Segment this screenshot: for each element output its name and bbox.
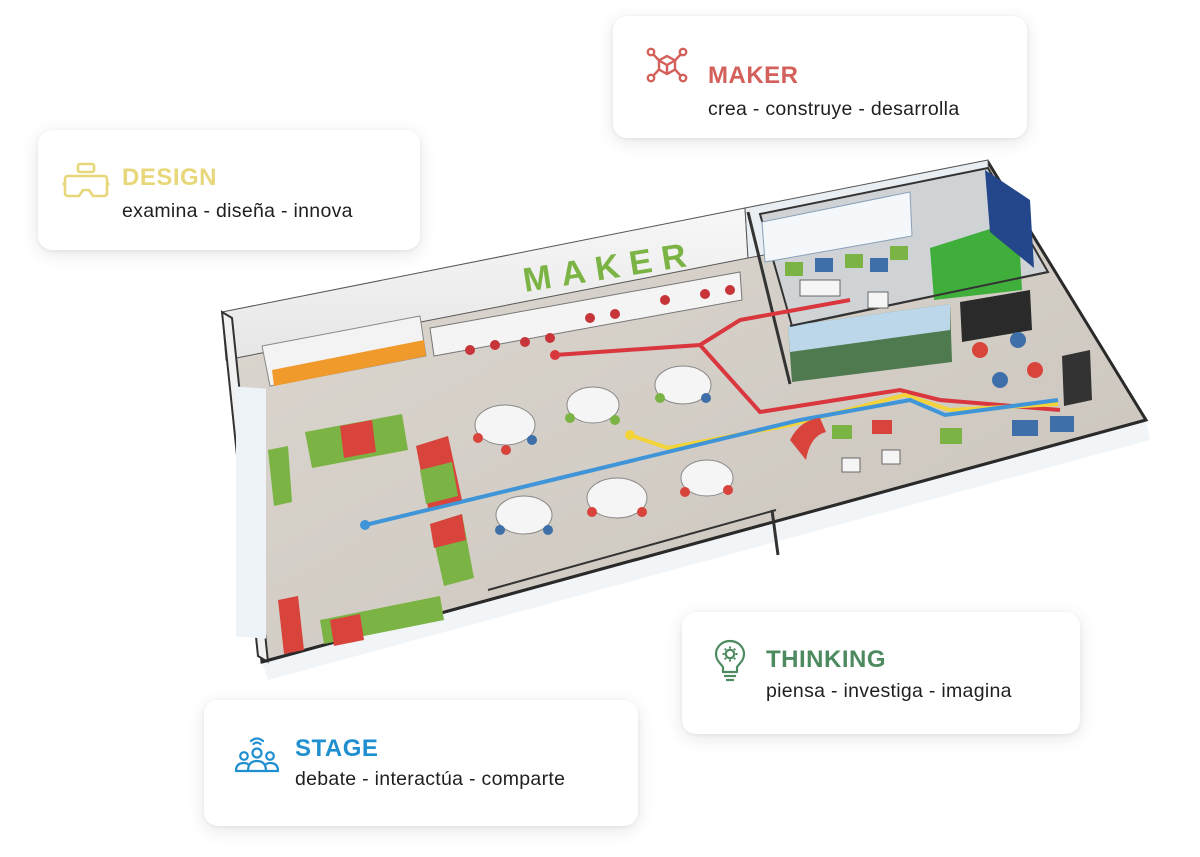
design-title: DESIGN	[122, 164, 218, 191]
blue-wall	[985, 170, 1034, 268]
path-red-dot	[550, 350, 560, 360]
maker-zone-card: MAKER crea - construye - desarrolla	[613, 16, 1027, 138]
design-subtitle: examina - diseña - innova	[122, 200, 353, 222]
front-benches	[278, 596, 444, 654]
stage-seating	[790, 332, 1074, 473]
screen-sky	[788, 304, 950, 352]
sofa-block-1	[305, 414, 408, 468]
group-broadcast-icon	[234, 734, 280, 779]
round-tables	[474, 365, 734, 535]
dark-panel	[960, 290, 1032, 342]
shelf-drawers	[272, 340, 426, 386]
design-zone-card: DESIGN examina - diseña - innova	[38, 130, 420, 250]
workbench-chairs	[465, 285, 735, 355]
table-chairs	[473, 393, 733, 535]
vr-headset-icon	[62, 162, 110, 207]
whiteboard	[761, 191, 913, 263]
divider-media-front	[789, 271, 1049, 327]
workbench	[429, 271, 743, 357]
front-glass-wall	[262, 420, 1150, 680]
path-blue-dot	[360, 520, 370, 530]
divider-media	[746, 211, 792, 385]
stage-title: STAGE	[295, 735, 379, 762]
stage-subtitle: debate - interactúa - comparte	[295, 768, 566, 790]
path-blue	[364, 397, 1059, 527]
side-door	[1062, 350, 1092, 406]
path-red-2	[698, 343, 1061, 415]
path-yellow-dot	[625, 430, 635, 440]
path-red	[554, 298, 851, 357]
network-cube-icon	[645, 43, 689, 92]
sofa-block-3	[430, 514, 474, 586]
sofa-block-4	[268, 446, 292, 506]
divider-stage	[770, 509, 780, 556]
media-room-furniture	[785, 246, 908, 309]
maker-subtitle: crea - construye - desarrolla	[708, 98, 960, 120]
maker-title: MAKER	[708, 62, 799, 89]
stage-zone-card: STAGE debate - interactúa - comparte	[204, 700, 638, 826]
sofa-block-2	[416, 436, 462, 508]
thinking-title: THINKING	[766, 646, 886, 673]
thinking-subtitle: piensa - investiga - imagina	[766, 680, 1012, 702]
lightbulb-gear-icon	[712, 638, 748, 689]
glass-partition	[487, 509, 777, 591]
green-screen	[930, 220, 1022, 300]
left-wall-panel	[236, 386, 266, 639]
thinking-zone-card: THINKING piensa - investiga - imagina	[682, 612, 1080, 734]
